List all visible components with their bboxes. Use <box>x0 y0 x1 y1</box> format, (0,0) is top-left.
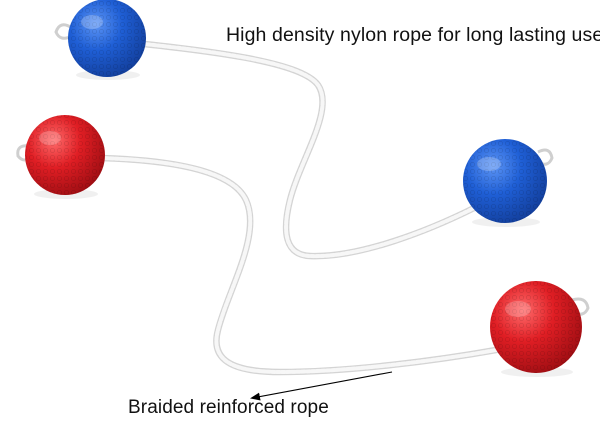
caption-bottom: Braided reinforced rope <box>128 397 329 418</box>
pointer-arrow <box>250 371 393 401</box>
red-ball-bottom-right <box>490 281 582 377</box>
blue-ball-right <box>463 139 547 227</box>
blue-ball-top-left <box>68 0 146 80</box>
caption-top: High density nylon rope for long lasting… <box>226 24 600 46</box>
rope-blue-pair <box>104 36 478 260</box>
red-ball-left <box>25 115 105 199</box>
rope-red-pair <box>96 154 500 376</box>
